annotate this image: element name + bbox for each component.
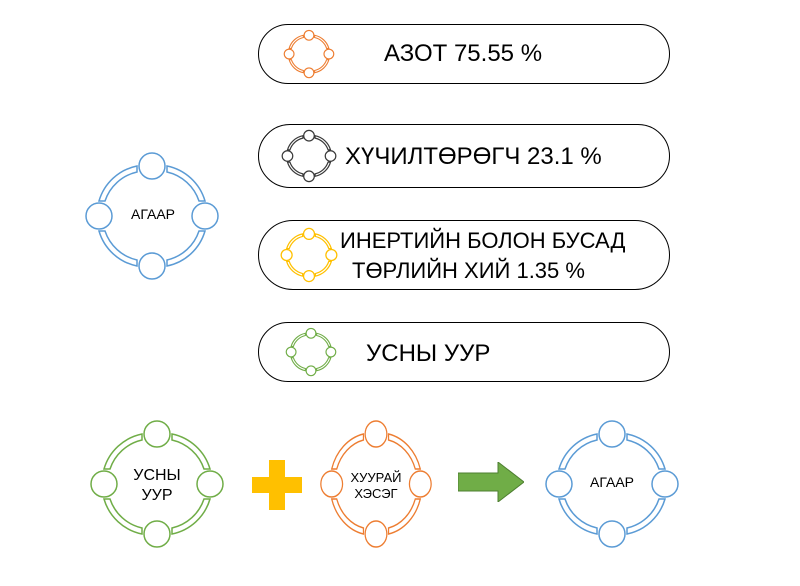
vapor-label: УСНЫ УУР (110, 466, 204, 506)
dry-part-label: ХУУРАЙ ХЭСЭГ (336, 470, 416, 503)
water-vapor-label: УСНЫ УУР (366, 340, 491, 367)
vapor-label-line1: УСНЫ (133, 467, 181, 484)
result-air-cycle-icon (545, 420, 679, 548)
yellow-cycle-icon (280, 227, 338, 283)
result-air-label: АГААР (590, 474, 634, 490)
oxygen-pill (258, 124, 670, 188)
plus-icon (252, 460, 302, 510)
nitrogen-label: АЗОТ 75.55 % (384, 40, 543, 67)
dry-part-cycle-icon (320, 420, 432, 548)
oxygen-label: ХҮЧИЛТӨРӨГЧ 23.1 % (345, 143, 602, 170)
vapor-cycle-icon (90, 420, 224, 548)
water-vapor-pill (258, 322, 670, 382)
arrow-shape (458, 462, 524, 502)
inert-gases-pill (258, 220, 670, 290)
inert-gases-label-line1: ИНЕРТИЙН БОЛОН БУСАД (340, 228, 626, 253)
dry-part-label-line2: ХЭСЭГ (354, 486, 398, 502)
green-cycle-icon (285, 327, 337, 377)
plus-shape (252, 460, 302, 510)
vapor-label-line2: УУР (141, 487, 173, 504)
nitrogen-pill (258, 24, 670, 84)
arrow-right-icon (458, 462, 524, 502)
air-cycle-icon (85, 152, 219, 280)
orange-cycle-icon (283, 29, 335, 79)
dry-part-label-line1: ХУУРАЙ (350, 470, 402, 485)
air-label: АГААР (131, 206, 175, 222)
black-cycle-icon (281, 129, 337, 183)
inert-gases-label-line2: ТӨРЛИЙН ХИЙ 1.35 % (352, 258, 585, 283)
